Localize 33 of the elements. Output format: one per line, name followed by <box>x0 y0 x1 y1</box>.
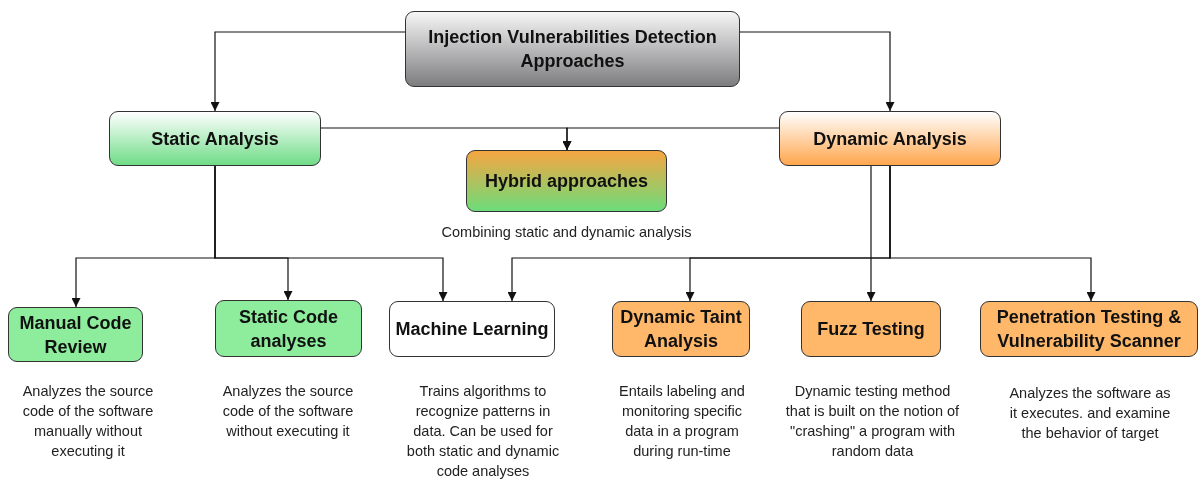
category-box <box>215 300 362 357</box>
title-box <box>405 11 740 87</box>
category-box <box>8 307 143 362</box>
connector-arrow <box>210 31 406 112</box>
description-text: Combining static and dynamic analysis <box>440 223 693 242</box>
category-box <box>779 111 1001 166</box>
node-label: Penetration Testing & Vulnerability Scanner <box>995 306 1183 353</box>
description-text: Analyzes the source code of the software without executing it <box>221 382 355 441</box>
node-label: Static Code analyses <box>238 305 339 353</box>
node-label: Machine Learning <box>395 318 549 341</box>
node-label: Fuzz Testing <box>817 318 925 341</box>
node-label: Static Analysis <box>151 127 279 151</box>
description-text: Analyzes the software as it executes. and examine the behavior of target <box>1008 384 1172 443</box>
connector-arrow <box>214 165 448 302</box>
description-text: Dynamic testing method that is built on the notion of "crashing" a program with random data <box>785 382 960 461</box>
category-box <box>980 301 1198 357</box>
connector-arrow <box>739 31 895 112</box>
category-box <box>466 150 667 212</box>
category-box <box>801 301 941 357</box>
node-label: Hybrid approaches <box>484 170 648 193</box>
node-label: Injection Vulnerabilities Detection Approaches <box>427 26 718 73</box>
category-box <box>612 301 750 357</box>
connector-arrow <box>562 127 780 151</box>
description-text: Entails labeling and monitoring specific data in a program during run-time <box>618 382 746 461</box>
connector-arrow <box>889 165 1096 302</box>
connector-arrow <box>866 165 876 302</box>
category-box <box>389 301 555 357</box>
node-label: Dynamic Analysis <box>813 127 967 151</box>
category-box <box>109 111 321 166</box>
node-label: Dynamic Taint Analysis <box>619 306 743 353</box>
description-text: Analyzes the source code of the software manually without executing it <box>21 382 155 461</box>
description-text: Trains algorithms to recognize patterns in data. Can be used for both static and dynamic code analyses <box>405 382 561 481</box>
node-label: Manual Code Review <box>18 311 133 359</box>
